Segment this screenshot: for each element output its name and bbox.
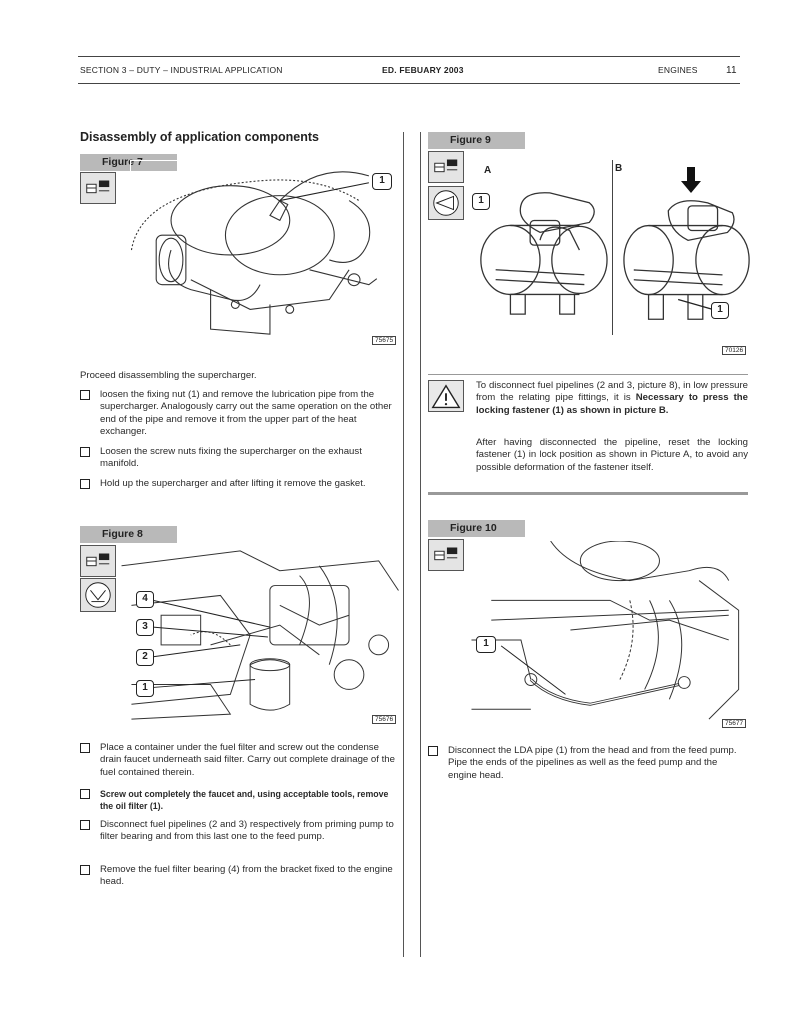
step-text: Disconnect fuel pipelines (2 and 3) resp… bbox=[100, 819, 394, 843]
checkbox-icon bbox=[80, 820, 90, 830]
figure-8-callout-2: 2 bbox=[136, 649, 154, 666]
figure-8-callout-4: 4 bbox=[136, 591, 154, 608]
section-title: Disassembly of application components bbox=[80, 130, 319, 144]
disassembly-icon bbox=[80, 545, 116, 577]
figure-8-callout-3: 3 bbox=[136, 619, 154, 636]
warning-box bbox=[428, 374, 748, 495]
step-remove-oil-filter: Screw out completely the faucet and, usi… bbox=[80, 788, 395, 813]
column-divider-left bbox=[403, 132, 404, 957]
checkbox-icon bbox=[80, 390, 90, 400]
step-place-container: Place a container under the fuel filter … bbox=[80, 742, 395, 779]
header-edition: ED. FEBUARY 2003 bbox=[382, 65, 464, 75]
warning-text-2: After having disconnected the pipeline, … bbox=[476, 437, 748, 473]
checkbox-icon bbox=[80, 789, 90, 799]
page-header: SECTION 3 – DUTY – INDUSTRIAL APPLICATIO… bbox=[78, 56, 740, 84]
step-loosen-nut: loosen the fixing nut (1) and remove the… bbox=[80, 389, 395, 439]
warning-icon bbox=[428, 380, 464, 412]
figure-7-supercharger-drawing bbox=[130, 160, 402, 346]
figure-10-lda-pipe-drawing bbox=[470, 540, 750, 730]
step-disconnect-pipelines: Disconnect fuel pipelines (2 and 3) resp… bbox=[80, 819, 395, 844]
disassembly-icon bbox=[428, 539, 464, 571]
figure-10-label: Figure 10 bbox=[428, 520, 525, 537]
figure-7-label: Figure 7 bbox=[80, 154, 177, 171]
figure-9-code: 70126 bbox=[722, 346, 747, 355]
step-text: loosen the fixing nut (1) and remove the… bbox=[100, 389, 392, 438]
checkbox-icon bbox=[80, 865, 90, 875]
step-text: Remove the fuel filter bearing (4) from … bbox=[100, 864, 393, 888]
step-text: Screw out completely the faucet and, usi… bbox=[100, 789, 389, 812]
figure-9-panel-a: A bbox=[484, 165, 492, 176]
column-divider-right bbox=[420, 132, 421, 957]
warning-text-1: To disconnect fuel pipelines (2 and 3, p… bbox=[476, 380, 748, 417]
header-chapter: ENGINES bbox=[658, 65, 698, 75]
step-text: Hold up the supercharger and after lifti… bbox=[100, 478, 366, 489]
intro-text: Proceed disassembling the supercharger. bbox=[80, 370, 257, 381]
figure-8-label: Figure 8 bbox=[80, 526, 177, 543]
fastener-icon bbox=[428, 186, 464, 220]
figure-10-callout-1: 1 bbox=[476, 636, 496, 653]
checkbox-icon bbox=[80, 447, 90, 457]
figure-9-callout-b-1: 1 bbox=[711, 302, 729, 319]
figure-7-code: 75675 bbox=[372, 336, 397, 345]
figure-10-code: 75677 bbox=[722, 719, 747, 728]
header-section: SECTION 3 – DUTY – INDUSTRIAL APPLICATIO… bbox=[80, 65, 283, 75]
step-remove-filter-bearing: Remove the fuel filter bearing (4) from … bbox=[80, 864, 395, 889]
warning-text-1-part-a: To disconnect fuel pipelines (2 and 3, p… bbox=[476, 380, 748, 404]
step-remove-gasket: Hold up the supercharger and after lifti… bbox=[80, 478, 395, 490]
figure-8-fuel-filter-drawing bbox=[120, 545, 402, 728]
figure-9-label: Figure 9 bbox=[428, 132, 525, 149]
figure-7-callout-1: 1 bbox=[372, 173, 392, 190]
figure-9-panel-divider bbox=[612, 160, 613, 335]
step-text: Disconnect the LDA pipe (1) from the hea… bbox=[448, 745, 737, 781]
step-loosen-screws: Loosen the screw nuts fixing the superch… bbox=[80, 446, 395, 471]
disassembly-icon bbox=[80, 172, 116, 204]
header-page-number: 11 bbox=[726, 65, 737, 76]
checkbox-icon bbox=[428, 746, 438, 756]
warning-text-1-part-b: Necessary to press the locking fastener … bbox=[476, 392, 748, 416]
step-text: Place a container under the fuel filter … bbox=[100, 742, 395, 778]
disassembly-icon bbox=[428, 151, 464, 183]
step-text: Loosen the screw nuts fixing the superch… bbox=[100, 446, 362, 470]
checkbox-icon bbox=[80, 479, 90, 489]
figure-9-callout-a-1: 1 bbox=[472, 193, 490, 210]
drain-fuel-icon bbox=[80, 578, 116, 612]
figure-9-b-fastener-drawing bbox=[618, 195, 758, 335]
press-arrow-icon bbox=[681, 167, 701, 193]
figure-9-a-fastener-drawing bbox=[470, 180, 610, 330]
checkbox-icon bbox=[80, 743, 90, 753]
figure-9-panel-b: B bbox=[615, 163, 623, 174]
step-disconnect-lda-pipe: Disconnect the LDA pipe (1) from the hea… bbox=[428, 745, 746, 782]
figure-8-callout-1: 1 bbox=[136, 680, 154, 697]
figure-8-code: 75676 bbox=[372, 715, 397, 724]
